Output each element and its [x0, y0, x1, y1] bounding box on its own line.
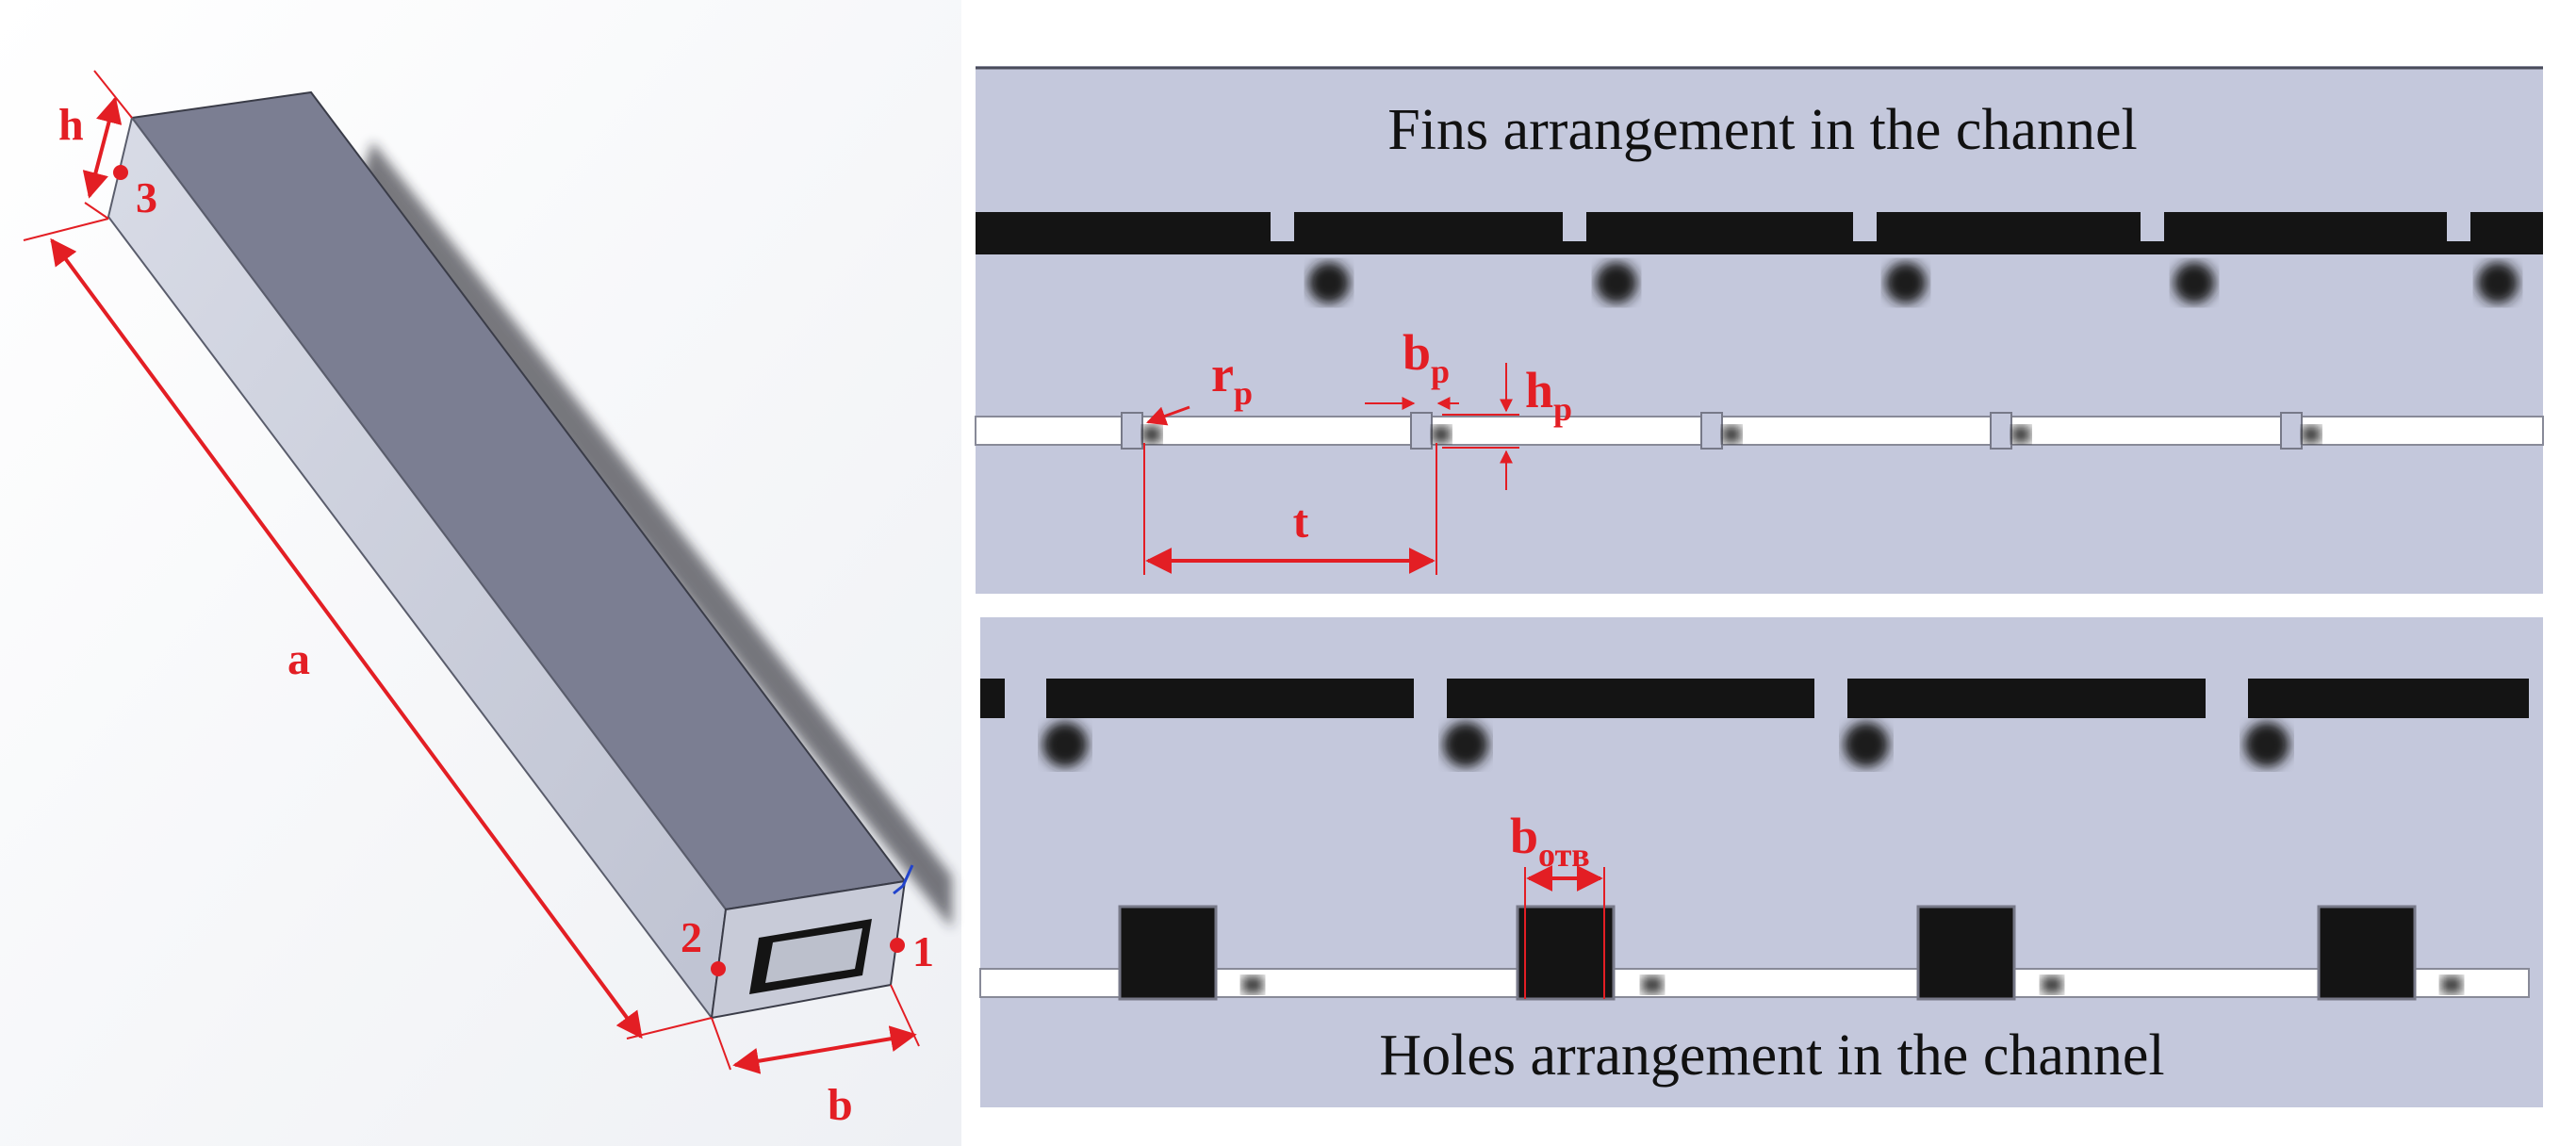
upper-rib	[980, 679, 1005, 718]
point-3-marker	[113, 165, 128, 180]
dimension-b-label: b	[828, 1080, 853, 1130]
rib-shadow	[1443, 722, 1488, 767]
fin-shadow	[1142, 426, 1161, 443]
rib-shadow	[1596, 262, 1637, 303]
fins-lower-channel	[975, 412, 2544, 450]
fin	[1990, 412, 2012, 450]
rib-shadow	[1885, 262, 1927, 303]
fins-upper-rib-row	[976, 212, 2543, 303]
fin-shadow	[2011, 426, 2030, 443]
point-2-label: 2	[681, 913, 702, 961]
dimension-h-line	[82, 96, 123, 199]
fins-panel-background	[976, 66, 2543, 594]
fin-width-symbol: b	[1403, 324, 1431, 381]
hole	[1916, 905, 2016, 1001]
hole	[1516, 905, 1616, 1001]
hole-width-subscript: отв	[1538, 836, 1590, 874]
holes-lower-channel	[979, 905, 2530, 1001]
axis-tick	[901, 864, 914, 887]
dimension-h-label: h	[58, 100, 84, 150]
fin	[2280, 412, 2303, 450]
upper-rib	[2248, 679, 2529, 718]
lower-channel-strip	[979, 968, 2530, 998]
channel-opening-inner	[765, 928, 862, 983]
upper-rib-base	[976, 241, 2543, 254]
channel-3d-model: a h b 3 2 1	[0, 0, 961, 1146]
rib-shadow	[2477, 262, 2519, 303]
holes-annotations: bотв	[1510, 808, 1605, 999]
dimension-a-line	[50, 237, 643, 1040]
hole-shadow	[1242, 976, 1263, 993]
point-1-marker	[890, 938, 905, 953]
rib-shadow	[1042, 722, 1088, 767]
dimension-a-ext-top	[23, 218, 109, 241]
radius-label: rp	[1211, 346, 1253, 412]
point-3-label: 3	[136, 173, 157, 221]
rib-shadow	[2174, 262, 2215, 303]
point-1-label: 1	[912, 927, 934, 975]
rib-shadow	[2244, 722, 2289, 767]
hole-width-symbol: b	[1510, 808, 1538, 864]
fins-panel: Fins arrangement in the channel	[975, 66, 2544, 594]
hole	[1118, 905, 1218, 1001]
upper-rib	[1046, 679, 1414, 718]
pitch-label: t	[1293, 495, 1309, 548]
axis-tick	[893, 884, 904, 895]
hole-shadow	[1642, 976, 1663, 993]
hole-width-label: bотв	[1510, 808, 1590, 874]
fin-height-symbol: h	[1525, 362, 1553, 418]
fin	[1700, 412, 1723, 450]
fins-panel-title: Fins arrangement in the channel	[1387, 98, 2137, 162]
radius-symbol: r	[1211, 346, 1234, 402]
fin-shadow	[1722, 426, 1741, 443]
upper-rib	[1447, 679, 1814, 718]
fin-height-label: hp	[1525, 362, 1572, 428]
rib-shadow	[1844, 722, 1889, 767]
fin	[1410, 412, 1433, 450]
radius-leader	[1146, 405, 1190, 426]
hole	[2317, 905, 2417, 1001]
point-2-marker	[711, 961, 726, 976]
dimension-h-ext-bottom	[84, 202, 109, 220]
holes-panel-title: Holes arrangement in the channel	[1379, 1023, 2164, 1088]
holes-panel: bотв Holes arrangement in the channel	[979, 617, 2543, 1107]
fins-annotations: t rp bp hp	[1143, 324, 1572, 575]
dimension-b-ext-left	[711, 1017, 731, 1071]
fin-shadow	[1432, 426, 1451, 443]
dimension-h-ext-top	[93, 70, 133, 119]
dimension-b-line	[732, 1025, 917, 1074]
fin-shadow	[2302, 426, 2321, 443]
hole-shadow	[2042, 976, 2062, 993]
dimension-a-label: a	[287, 634, 310, 684]
hole-shadow	[2441, 976, 2462, 993]
fin-height-subscript: p	[1553, 390, 1572, 428]
fin	[1121, 412, 1143, 450]
radius-subscript: p	[1234, 374, 1253, 412]
holes-upper-rib-row	[980, 679, 2529, 767]
rib-shadow	[1308, 262, 1350, 303]
fin-width-label: bp	[1403, 324, 1450, 390]
upper-rib	[1847, 679, 2206, 718]
fin-width-subscript: p	[1431, 352, 1450, 390]
